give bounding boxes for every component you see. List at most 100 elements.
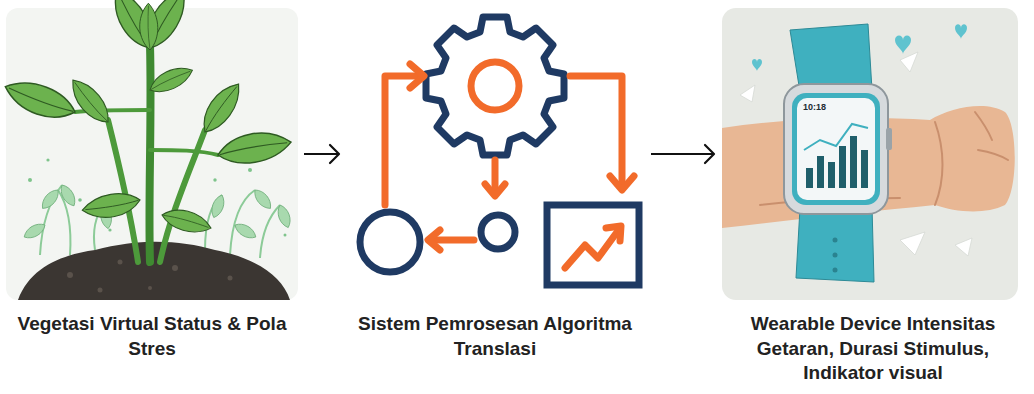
wilted-plants-part	[209, 193, 227, 219]
speckles-part	[108, 228, 111, 231]
watch-bezel	[792, 93, 880, 205]
hearts-part	[955, 24, 967, 39]
flow-arrows-part	[492, 160, 499, 192]
watch-button	[886, 128, 892, 150]
leaves-part	[139, 3, 159, 50]
screen-chart-part	[839, 146, 846, 188]
watch-case	[784, 84, 888, 214]
stems-part	[150, 150, 218, 155]
panel-node: Wearable Device Intensitas Getaran, Dura…	[720, 8, 1026, 391]
soil-texture-part	[148, 286, 152, 290]
processing-icon	[360, 17, 639, 285]
chart-box	[547, 205, 639, 285]
hearts-part	[895, 36, 911, 55]
band-holes-part	[833, 268, 838, 273]
paper-shards-part	[955, 238, 972, 256]
soil	[18, 242, 290, 300]
flow-arrow	[304, 145, 339, 163]
band-holes-part	[833, 238, 838, 243]
watch-band	[790, 24, 874, 282]
arrow-head	[330, 145, 339, 163]
paper-shards-part	[900, 52, 918, 72]
band-holes	[833, 238, 838, 273]
flow-arrows-part	[485, 184, 505, 196]
hand-lines-part	[975, 112, 992, 140]
arrow-line	[651, 153, 714, 155]
flow-arrows-part	[385, 76, 420, 205]
leaves-part	[138, 0, 193, 54]
wilted-plants-part	[39, 187, 62, 212]
small-node-circle	[481, 215, 515, 249]
speckles-part	[213, 178, 216, 181]
watch-time: 10:18	[803, 103, 826, 112]
stems	[75, 45, 218, 262]
screen-chart-part	[817, 156, 824, 188]
leaves-part	[146, 62, 196, 98]
arrow-line	[304, 153, 339, 155]
flow-arrows-part	[410, 64, 424, 88]
speckles-part	[28, 178, 32, 182]
panel-node: Vegetasi Virtual Status & Pola Stres	[6, 8, 298, 366]
soil-texture-part	[172, 265, 178, 271]
stems-part	[149, 45, 150, 262]
watch-screen	[797, 98, 875, 200]
speckles-part	[78, 198, 82, 202]
wilted-plants-part	[230, 190, 255, 255]
paper-shards-part	[900, 232, 925, 255]
soil-texture-part	[118, 260, 123, 265]
arrow-head	[705, 145, 714, 163]
hearts	[752, 24, 967, 71]
soil-texture-part	[67, 272, 73, 278]
flow-arrows-part	[430, 237, 474, 244]
leaves	[0, 0, 293, 237]
screen-chart-part	[806, 168, 813, 188]
plant-illustration	[0, 0, 298, 300]
panel-caption: Vegetasi Virtual Status & Pola Stres	[6, 312, 298, 361]
speckles-part	[46, 158, 49, 161]
gear-center	[471, 62, 519, 110]
watch-band-part	[796, 206, 874, 282]
screen-chart-part	[850, 136, 857, 188]
plant-illustration-part	[6, 8, 298, 300]
trend-arrow-part	[606, 226, 621, 241]
leaves-part	[81, 189, 143, 221]
leaves-part	[160, 205, 214, 237]
wilted-plants-part	[232, 220, 258, 241]
wilted-plants-part	[57, 182, 78, 208]
panel-node: Sistem Pemrosesan Algoritma Translasi	[345, 8, 645, 366]
gear	[426, 17, 564, 155]
trend-arrow-part	[565, 228, 620, 268]
hand-lines-part	[935, 122, 943, 205]
speckles-part	[248, 168, 252, 172]
flow-arrow	[651, 145, 714, 163]
hearts-part	[752, 59, 762, 71]
wilted-plants-part	[251, 187, 274, 212]
trend-arrow	[565, 226, 621, 268]
gear-part	[426, 17, 564, 155]
large-node-circle	[360, 212, 420, 272]
flow-arrows-part	[610, 176, 634, 190]
leaves-part	[64, 74, 115, 129]
watch-band-part	[790, 24, 872, 92]
flow-arrows	[385, 64, 634, 250]
wilted-plants-part	[260, 205, 280, 258]
leaves-part	[105, 0, 160, 55]
wearable-illustration-part	[722, 8, 1018, 300]
screen-line	[804, 124, 868, 150]
wearable-illustration	[722, 8, 1018, 300]
leaves-part	[215, 127, 293, 168]
leaves-part	[0, 74, 79, 126]
soil-texture-part	[228, 276, 233, 281]
paper-shards-part	[740, 85, 755, 102]
panel-caption: Sistem Pemrosesan Algoritma Translasi	[345, 312, 645, 361]
screen-chart-part	[861, 150, 868, 188]
band-holes-part	[833, 253, 838, 258]
wilted-plants-part	[275, 203, 293, 229]
speckles-part	[284, 234, 287, 237]
leaves-part	[195, 77, 247, 138]
wilted-plants-part	[22, 220, 48, 241]
flow-arrows-part	[570, 76, 622, 186]
